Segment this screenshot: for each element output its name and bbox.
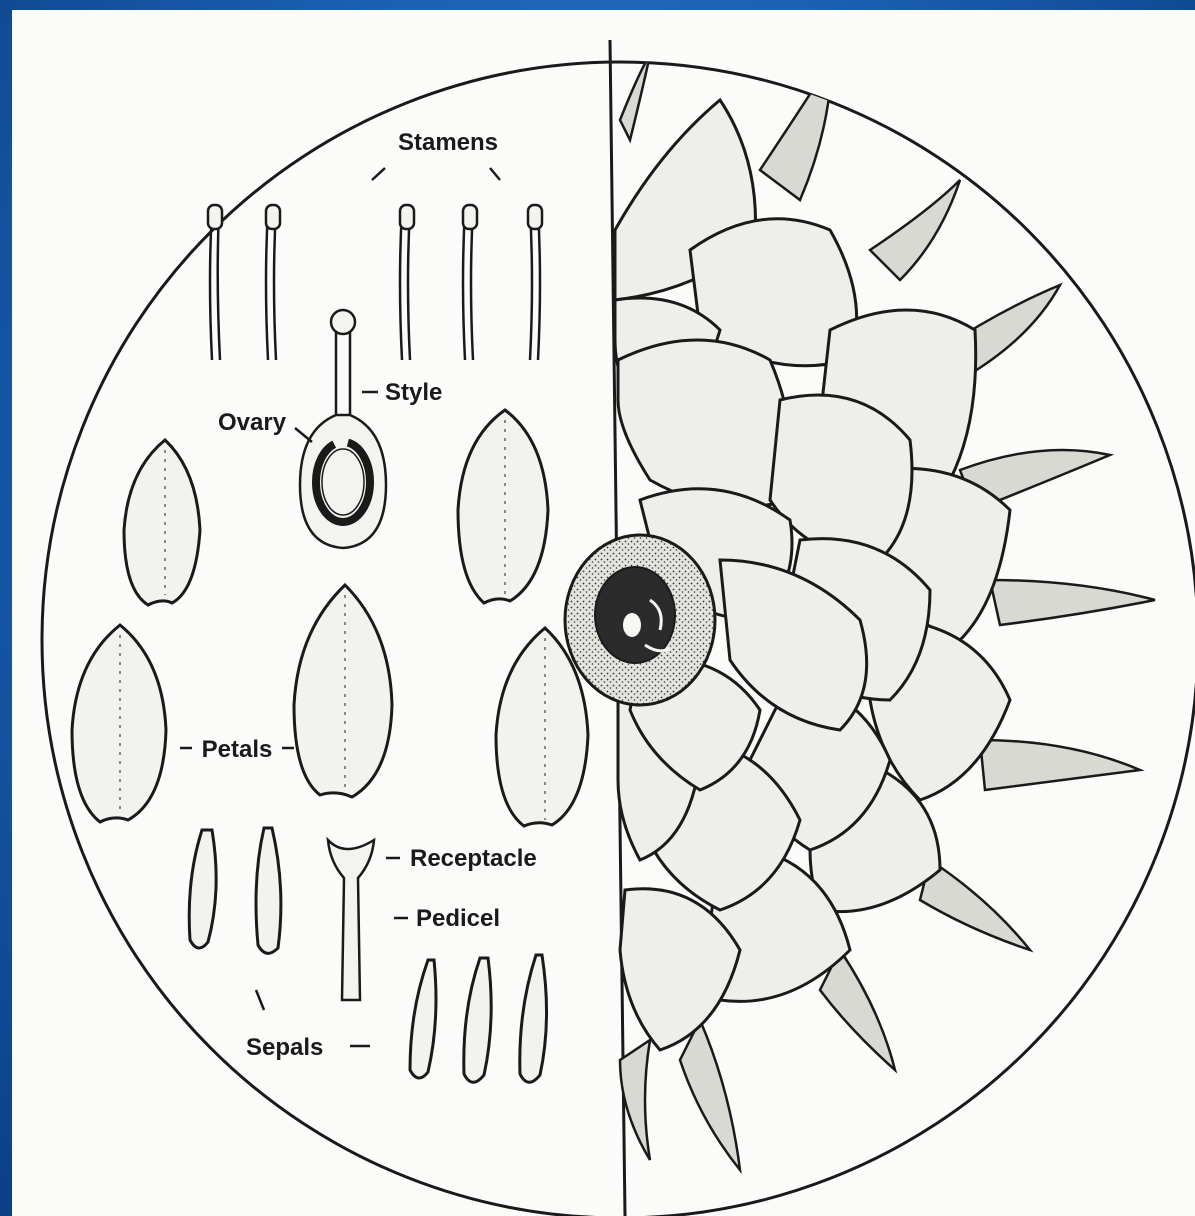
sepal bbox=[256, 828, 281, 953]
sepal bbox=[520, 955, 547, 1082]
sepal bbox=[464, 958, 491, 1082]
style-label: Style bbox=[385, 379, 442, 406]
stamens-label: Stamens bbox=[398, 129, 498, 156]
flower-center bbox=[565, 535, 715, 705]
petals-label: Petals bbox=[202, 736, 273, 763]
sepal bbox=[410, 960, 436, 1078]
pedicel-label: Pedicel bbox=[416, 905, 500, 932]
stamens-leader-left bbox=[372, 168, 385, 180]
petal bbox=[458, 410, 548, 603]
petal bbox=[124, 440, 200, 605]
petal bbox=[294, 585, 392, 797]
sepal bbox=[189, 830, 216, 948]
sepals-label: Sepals bbox=[246, 1034, 323, 1061]
stamens-leader-right bbox=[490, 168, 500, 180]
stamen bbox=[463, 205, 477, 360]
petal bbox=[72, 625, 166, 822]
whole-flower-illustration bbox=[565, 55, 1155, 1170]
stamen bbox=[208, 205, 222, 360]
stamen bbox=[266, 205, 280, 360]
stamen bbox=[528, 205, 542, 360]
receptacle-label: Receptacle bbox=[410, 845, 537, 872]
stamen bbox=[400, 205, 414, 360]
ovary-label: Ovary bbox=[218, 409, 287, 436]
stamens-group: Stamens bbox=[208, 129, 542, 360]
